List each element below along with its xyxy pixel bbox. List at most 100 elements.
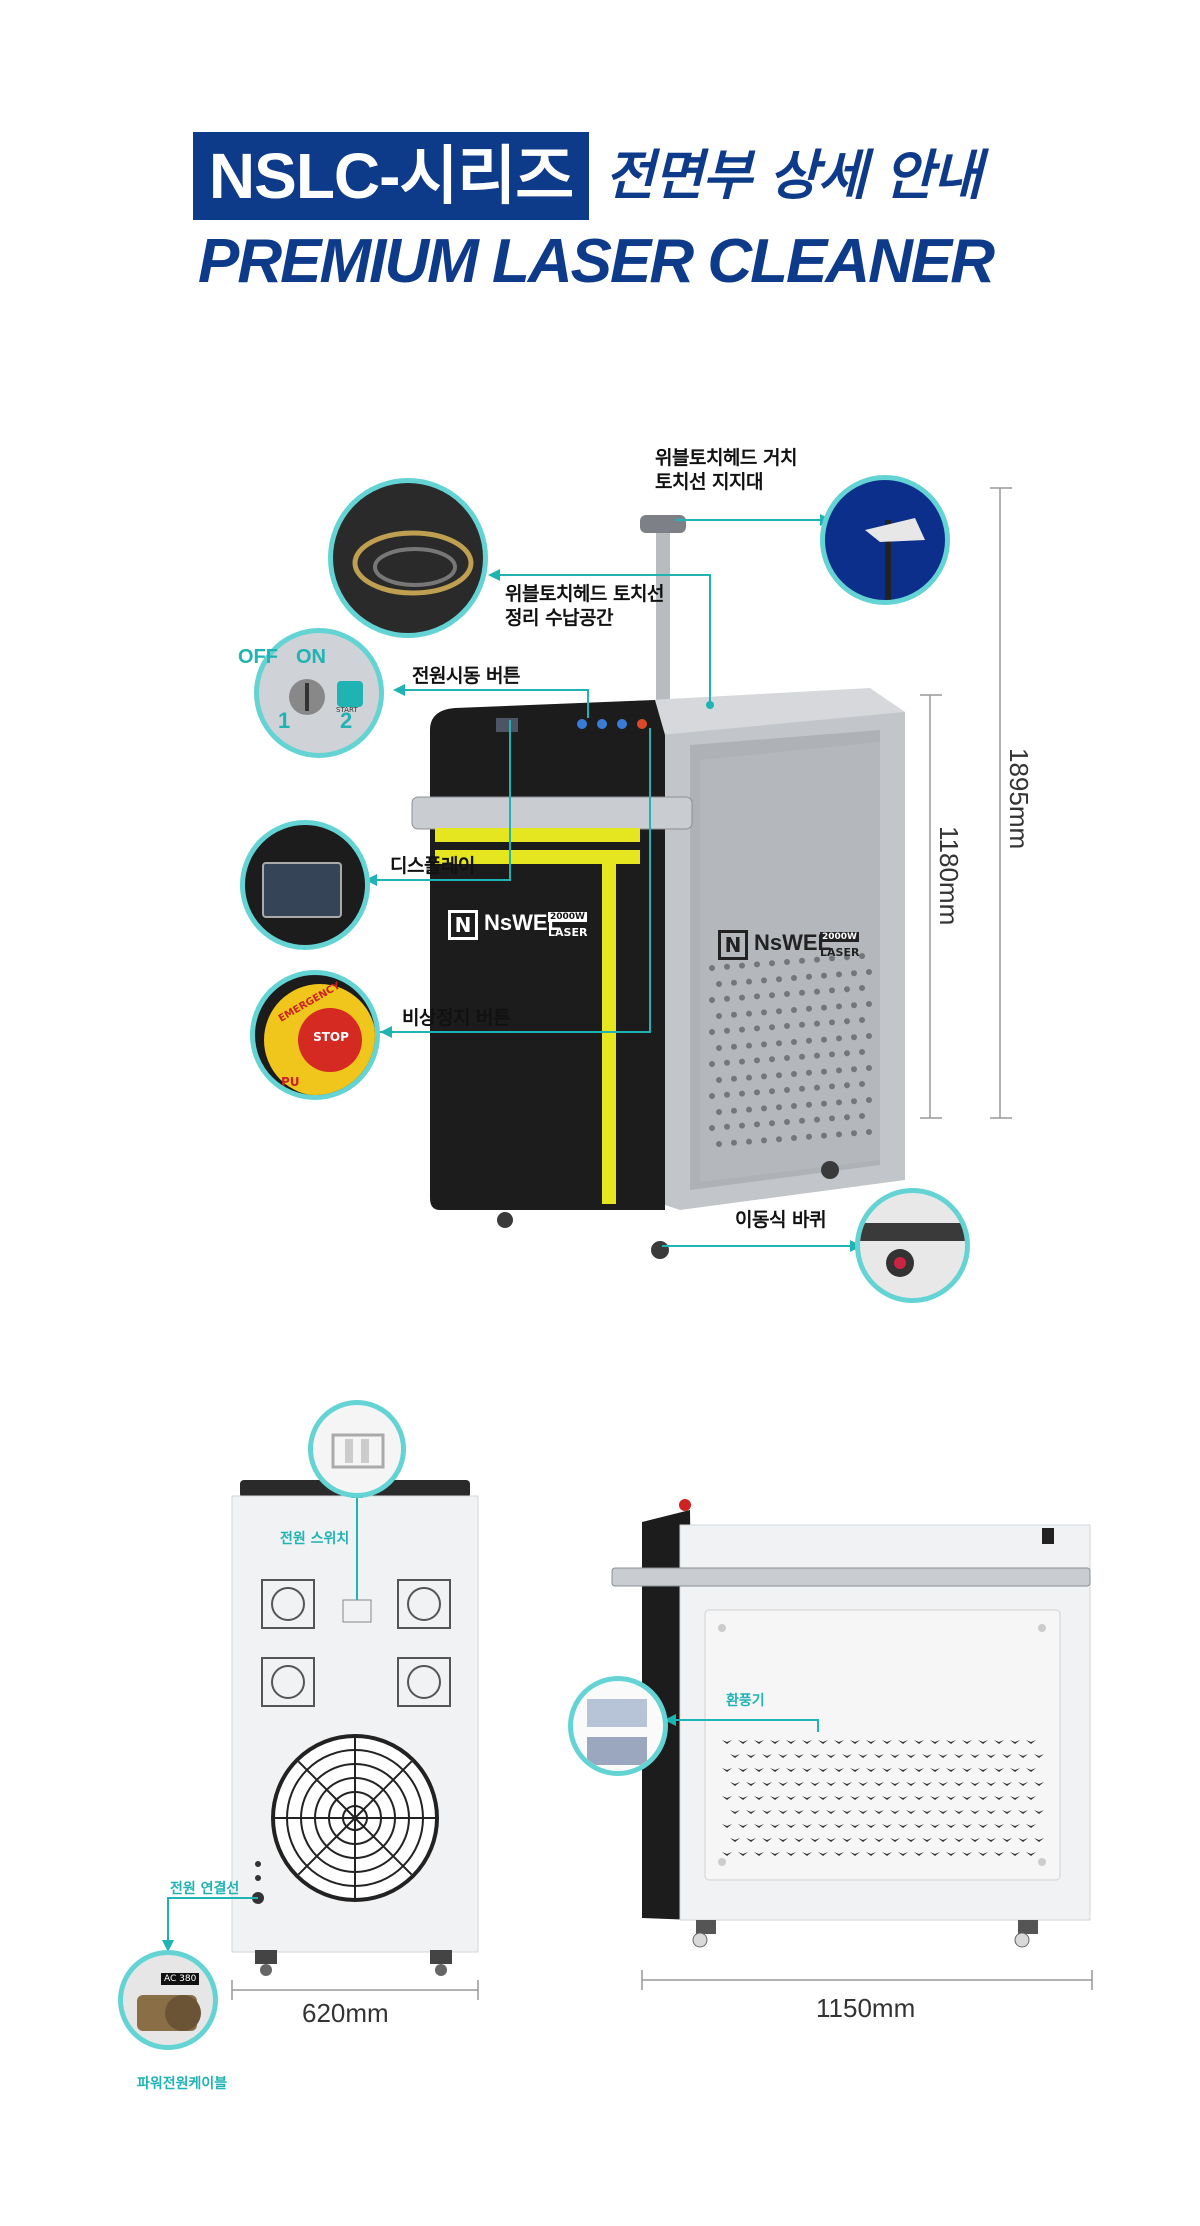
side-vent-slot: [882, 1824, 892, 1828]
side-vent-slot: [810, 1782, 820, 1786]
side-vent-slot: [938, 1810, 948, 1814]
side-vent-slot: [778, 1754, 788, 1758]
side-vent-slot: [770, 1824, 780, 1828]
vent-hole: [859, 1017, 865, 1023]
vent-hole: [739, 1122, 745, 1129]
vent-hole: [769, 960, 775, 967]
vent-hole: [784, 1087, 790, 1093]
side-vent-slot: [1026, 1852, 1036, 1856]
side-vent-slot: [834, 1768, 844, 1772]
vent-hole: [829, 1083, 835, 1090]
side-vent-slot: [914, 1852, 924, 1856]
side-vent-slot: [898, 1740, 908, 1744]
side-vent-slot: [850, 1740, 860, 1744]
side-vent-slot: [946, 1824, 956, 1828]
vent-hole: [829, 1019, 835, 1026]
side-vent-slot: [802, 1852, 812, 1856]
side-vent-slot: [1002, 1810, 1012, 1814]
side-vent-slot: [738, 1824, 748, 1828]
vent-hole: [754, 1025, 760, 1032]
vent-hole: [799, 1053, 805, 1060]
side-vent-slot: [922, 1838, 932, 1842]
vent-hole: [844, 1050, 850, 1057]
vent-hole: [709, 1061, 715, 1067]
start-label: START: [336, 706, 358, 714]
callout-power-line: 전원 연결선: [170, 1881, 240, 1897]
vent-hole: [739, 1090, 745, 1097]
side-vent-slot: [834, 1852, 844, 1856]
vent-hole: [776, 1136, 782, 1143]
side-vent-slot: [946, 1740, 956, 1744]
side-vent-slot: [890, 1754, 900, 1758]
side-vent-slot: [1010, 1740, 1020, 1744]
side-vent-slot: [986, 1838, 996, 1842]
vent-hole: [799, 1085, 805, 1092]
vent-hole: [851, 1098, 857, 1105]
side-vent-slot: [866, 1852, 876, 1856]
vent-hole: [716, 1045, 722, 1051]
vent-hole: [754, 1121, 760, 1128]
side-vent-slot: [754, 1740, 764, 1744]
side-vent-slot: [770, 1796, 780, 1800]
side-vent-slot: [954, 1782, 964, 1786]
vent-hole: [844, 986, 850, 993]
side-vent-slot: [802, 1824, 812, 1828]
fan-guard-spoke: [297, 1817, 356, 1876]
dimension-width: 620mm: [302, 1998, 389, 2028]
vent-hole: [784, 1055, 790, 1061]
side-vent-slot: [890, 1838, 900, 1842]
front-brand-logo: N NsWEL 2000W LASER: [448, 908, 588, 948]
vent-hole: [761, 1041, 767, 1048]
vent-hole: [791, 1103, 797, 1109]
side-vent-slot: [834, 1824, 844, 1828]
vent-hole: [761, 1105, 767, 1112]
side-vent-slot: [850, 1824, 860, 1828]
side-vent-slot: [850, 1852, 860, 1856]
side-vent-slot: [818, 1740, 828, 1744]
vent-hole: [851, 1130, 857, 1137]
side-vent-slot: [762, 1810, 772, 1814]
side-vent-slot: [1018, 1782, 1028, 1786]
vent-hole: [791, 1135, 797, 1141]
side-vent-slot: [898, 1768, 908, 1772]
vent-hole: [866, 1129, 872, 1135]
vent-hole: [814, 956, 820, 963]
side-vent-slot: [954, 1838, 964, 1842]
brand-power: 2000W: [820, 932, 859, 942]
side-vent-slot: [954, 1754, 964, 1758]
side-vent-slot: [922, 1782, 932, 1786]
vent-hole: [709, 1125, 715, 1131]
vent-hole: [866, 1033, 872, 1039]
vent-hole: [821, 972, 827, 979]
side-vent-slot: [914, 1824, 924, 1828]
vent-hole: [844, 1114, 850, 1121]
vent-hole: [814, 1020, 820, 1027]
vent-hole: [739, 1058, 745, 1065]
vent-hole: [716, 1109, 722, 1115]
vent-hole: [814, 1084, 820, 1091]
side-vent-slot: [938, 1838, 948, 1842]
vent-hole: [739, 1026, 745, 1033]
side-vent-slot: [962, 1796, 972, 1800]
side-vent-slot: [730, 1810, 740, 1814]
vent-hole: [724, 1027, 730, 1034]
side-vent-slot: [858, 1754, 868, 1758]
vent-hole: [716, 981, 722, 987]
vent-hole: [761, 1009, 767, 1016]
side-vent-slot: [978, 1852, 988, 1856]
vent-hole: [866, 1065, 872, 1071]
side-vent-slot: [866, 1768, 876, 1772]
side-vent-slot: [882, 1740, 892, 1744]
vent-hole: [776, 976, 782, 983]
vent-hole: [791, 1071, 797, 1077]
side-vent-slot: [850, 1768, 860, 1772]
vent-hole: [859, 1049, 865, 1055]
side-vent-slot: [994, 1852, 1004, 1856]
side-vent-slot: [842, 1782, 852, 1786]
vent-hole: [806, 973, 812, 980]
side-vent-slot: [754, 1824, 764, 1828]
vent-hole: [799, 1021, 805, 1028]
side-vent-slot: [994, 1824, 1004, 1828]
vent-hole: [806, 1069, 812, 1076]
